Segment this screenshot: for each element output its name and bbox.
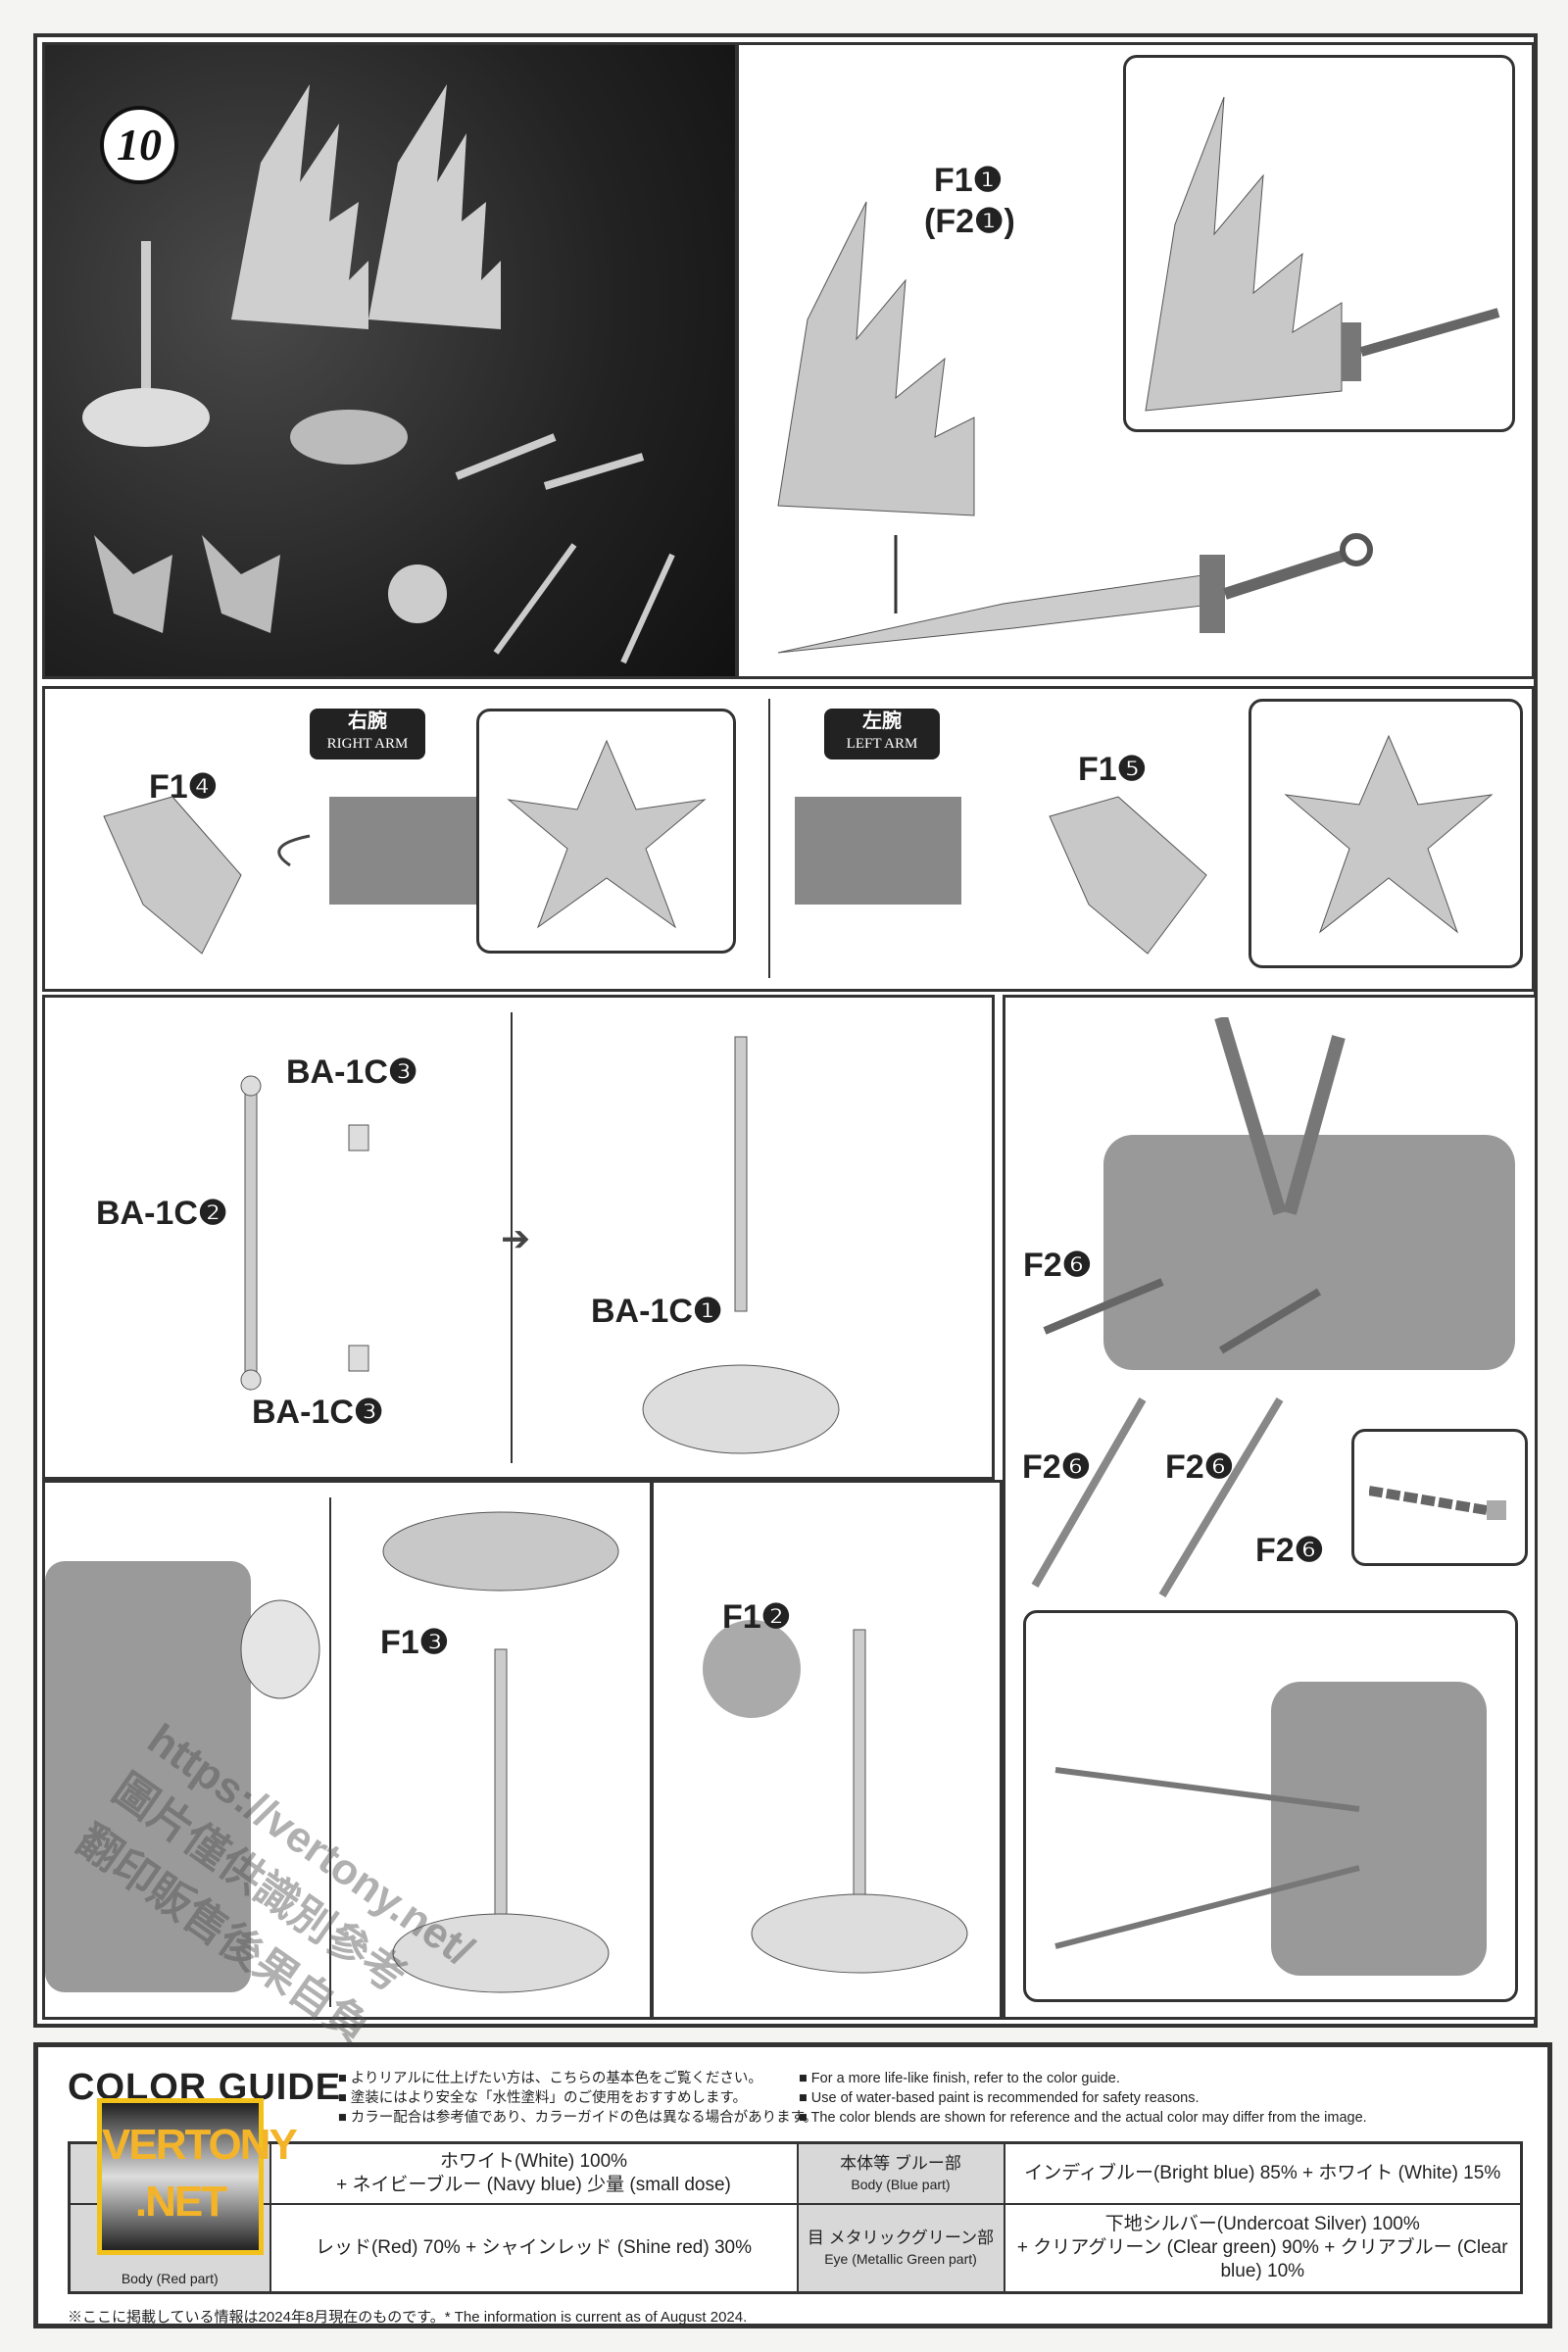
flame-sword-illustration bbox=[777, 201, 1373, 654]
divider bbox=[768, 699, 770, 978]
robot-torso-illustration bbox=[45, 1561, 320, 1992]
chain-link-icon bbox=[1369, 1486, 1506, 1520]
chain-result-inset bbox=[1023, 1610, 1518, 2002]
mix-cell: ホワイト(White) 100%+ ネイビーブルー (Navy blue) 少量… bbox=[269, 2141, 799, 2206]
completed-flame-sword-icon bbox=[1145, 96, 1500, 412]
small-effect-parts bbox=[290, 410, 675, 664]
left-arm-en: LEFT ARM bbox=[846, 736, 918, 752]
divider bbox=[511, 1012, 513, 1463]
right-arm-result-inset bbox=[476, 709, 736, 954]
note-en: Use of water-based paint is recommended … bbox=[799, 2088, 1367, 2108]
arm-claws-panel: 右腕 RIGHT ARM F1❹ 左腕 LEFT ARM F1❺ bbox=[42, 686, 1535, 992]
part-label-f1-3: F1❸ bbox=[380, 1624, 450, 1661]
left-arm-jp: 左腕 bbox=[862, 710, 902, 732]
part-label-f2-6-c: F2❻ bbox=[1165, 1448, 1235, 1486]
footer-note: ※ここに掲載している情報は2024年8月現在のものです。* The inform… bbox=[68, 2309, 748, 2326]
mix-line: ホワイト(White) 100% bbox=[439, 2151, 628, 2173]
part-cell: 本体等 ブルー部 Body (Blue part) bbox=[796, 2141, 1005, 2206]
completed-sword-inset bbox=[1123, 55, 1515, 432]
part-label-ba-1c-2: BA-1C❷ bbox=[96, 1195, 228, 1232]
mix-cell: レッド(Red) 70% + シャインレッド (Shine red) 30% bbox=[269, 2203, 799, 2294]
part-jp: 本体等 ブルー部 bbox=[840, 2153, 961, 2173]
notes-en: For a more life-like finish, refer to th… bbox=[799, 2069, 1367, 2128]
part-label-f1-5: F1❺ bbox=[1078, 751, 1148, 788]
flame-on-stand-illustration bbox=[382, 1511, 619, 1993]
part-en: Eye (Metallic Green part) bbox=[824, 2250, 977, 2267]
robot-chest-illustration bbox=[1043, 1017, 1515, 1370]
claw-effect-parts bbox=[94, 535, 280, 633]
part-jp: 目 メタリックグリーン部 bbox=[807, 2228, 995, 2247]
logo-line2: .NET bbox=[134, 2178, 227, 2226]
table-row: Body (Red part) レッド(Red) 70% + シャインレッド (… bbox=[68, 2203, 1523, 2294]
note-jp: 塗装にはより安全な「水性塗料」のご使用をおすすめします。 bbox=[338, 2088, 817, 2108]
notes-jp: よりリアルに仕上げたい方は、こちらの基本色をご覧ください。 塗装にはより安全な「… bbox=[338, 2069, 817, 2128]
part-label-f2-6-b: F2❻ bbox=[1022, 1448, 1092, 1486]
vertony-logo: VERTONY .NET bbox=[97, 2098, 298, 2255]
part-en: Body (Blue part) bbox=[851, 2176, 951, 2192]
part-label-f1-4: F1❹ bbox=[149, 768, 219, 806]
note-jp: カラー配合は参考値であり、カラーガイドの色は異なる場合があります。 bbox=[338, 2108, 817, 2128]
flame-sword-panel: F1❶ (F2❶) bbox=[736, 42, 1535, 679]
stand-assembly-panel: BA-1C❸ BA-1C❷ BA-1C❸ ➔ BA-1C❶ bbox=[42, 995, 995, 1480]
stand-rod-parts bbox=[240, 1075, 369, 1391]
part-label-f1-1: F1❶ bbox=[934, 162, 1004, 199]
part-cell: 目 メタリックグリーン部 Eye (Metallic Green part) bbox=[796, 2203, 1005, 2294]
step-number-badge: 10 bbox=[100, 106, 178, 184]
robot-with-chains-icon bbox=[1054, 1682, 1487, 1976]
mix-cell: インディブルー(Bright blue) 85% + ホワイト (White) … bbox=[1003, 2141, 1523, 2206]
mix-line: + クリアグリーン (Clear green) 90% + クリアブルー (Cl… bbox=[1016, 2237, 1508, 2282]
orb-on-stand-illustration bbox=[703, 1620, 968, 1974]
orb-stand-panel: F1❷ bbox=[651, 1480, 1003, 2020]
note-en: The color blends are shown for reference… bbox=[799, 2108, 1367, 2128]
chain-parts-illustration bbox=[1031, 1396, 1284, 1598]
right-arm-claw-illustration bbox=[103, 796, 496, 955]
part-label-ba-1c-1: BA-1C❶ bbox=[591, 1293, 723, 1330]
part-label-f1-2: F1❷ bbox=[722, 1598, 792, 1636]
left-arm-result-inset bbox=[1249, 699, 1523, 968]
display-stand-part bbox=[82, 241, 210, 447]
chain-attach-panel: F2❻ F2❻ F2❻ F2❻ bbox=[1003, 995, 1538, 2020]
part-label-f2-6-d: F2❻ bbox=[1255, 1532, 1325, 1569]
left-arm-badge: 左腕 LEFT ARM bbox=[824, 709, 940, 760]
divider bbox=[329, 1497, 331, 2007]
right-claw-result-icon bbox=[507, 739, 707, 929]
mix-cell: 下地シルバー(Undercoat Silver) 100%+ クリアグリーン (… bbox=[1003, 2203, 1523, 2294]
logo-line1: VERTONY bbox=[102, 2121, 298, 2169]
note-en: For a more life-like finish, refer to th… bbox=[799, 2069, 1367, 2088]
mix-line: + ネイビーブルー (Navy blue) 少量 (small dose) bbox=[336, 2175, 731, 2196]
mix-line: 下地シルバー(Undercoat Silver) 100% bbox=[1104, 2214, 1420, 2235]
right-arm-jp: 右腕 bbox=[348, 710, 387, 732]
mix-line: レッド(Red) 70% + シャインレッド (Shine red) 30% bbox=[315, 2237, 753, 2259]
note-jp: よりリアルに仕上げたい方は、こちらの基本色をご覧ください。 bbox=[338, 2069, 817, 2088]
parts-overview-panel: 10 bbox=[42, 42, 738, 679]
flame-base-panel: F1❸ bbox=[42, 1480, 653, 2020]
part-en: Body (Red part) bbox=[121, 2271, 219, 2286]
right-arm-badge: 右腕 RIGHT ARM bbox=[310, 709, 425, 760]
part-label-f2-6-a: F2❻ bbox=[1023, 1247, 1093, 1284]
left-claw-result-icon bbox=[1284, 734, 1494, 934]
next-step-arrow-icon: ➔ bbox=[501, 1218, 531, 1258]
right-arm-en: RIGHT ARM bbox=[326, 736, 409, 752]
color-guide: COLOR GUIDE よりリアルに仕上げたい方は、こちらの基本色をご覧ください… bbox=[33, 2042, 1552, 2328]
left-arm-claw-illustration bbox=[795, 796, 1207, 955]
assembled-stand-illustration bbox=[642, 1036, 840, 1454]
part-label-f2-1: (F2❶) bbox=[924, 203, 1015, 240]
chain-detail-inset bbox=[1351, 1429, 1528, 1566]
part-label-ba-1c-3-top: BA-1C❸ bbox=[286, 1054, 418, 1091]
flame-effect-parts bbox=[231, 84, 501, 329]
part-label-ba-1c-3-bottom: BA-1C❸ bbox=[252, 1394, 384, 1431]
mix-line: インディブルー(Bright blue) 85% + ホワイト (White) … bbox=[1024, 2163, 1501, 2184]
